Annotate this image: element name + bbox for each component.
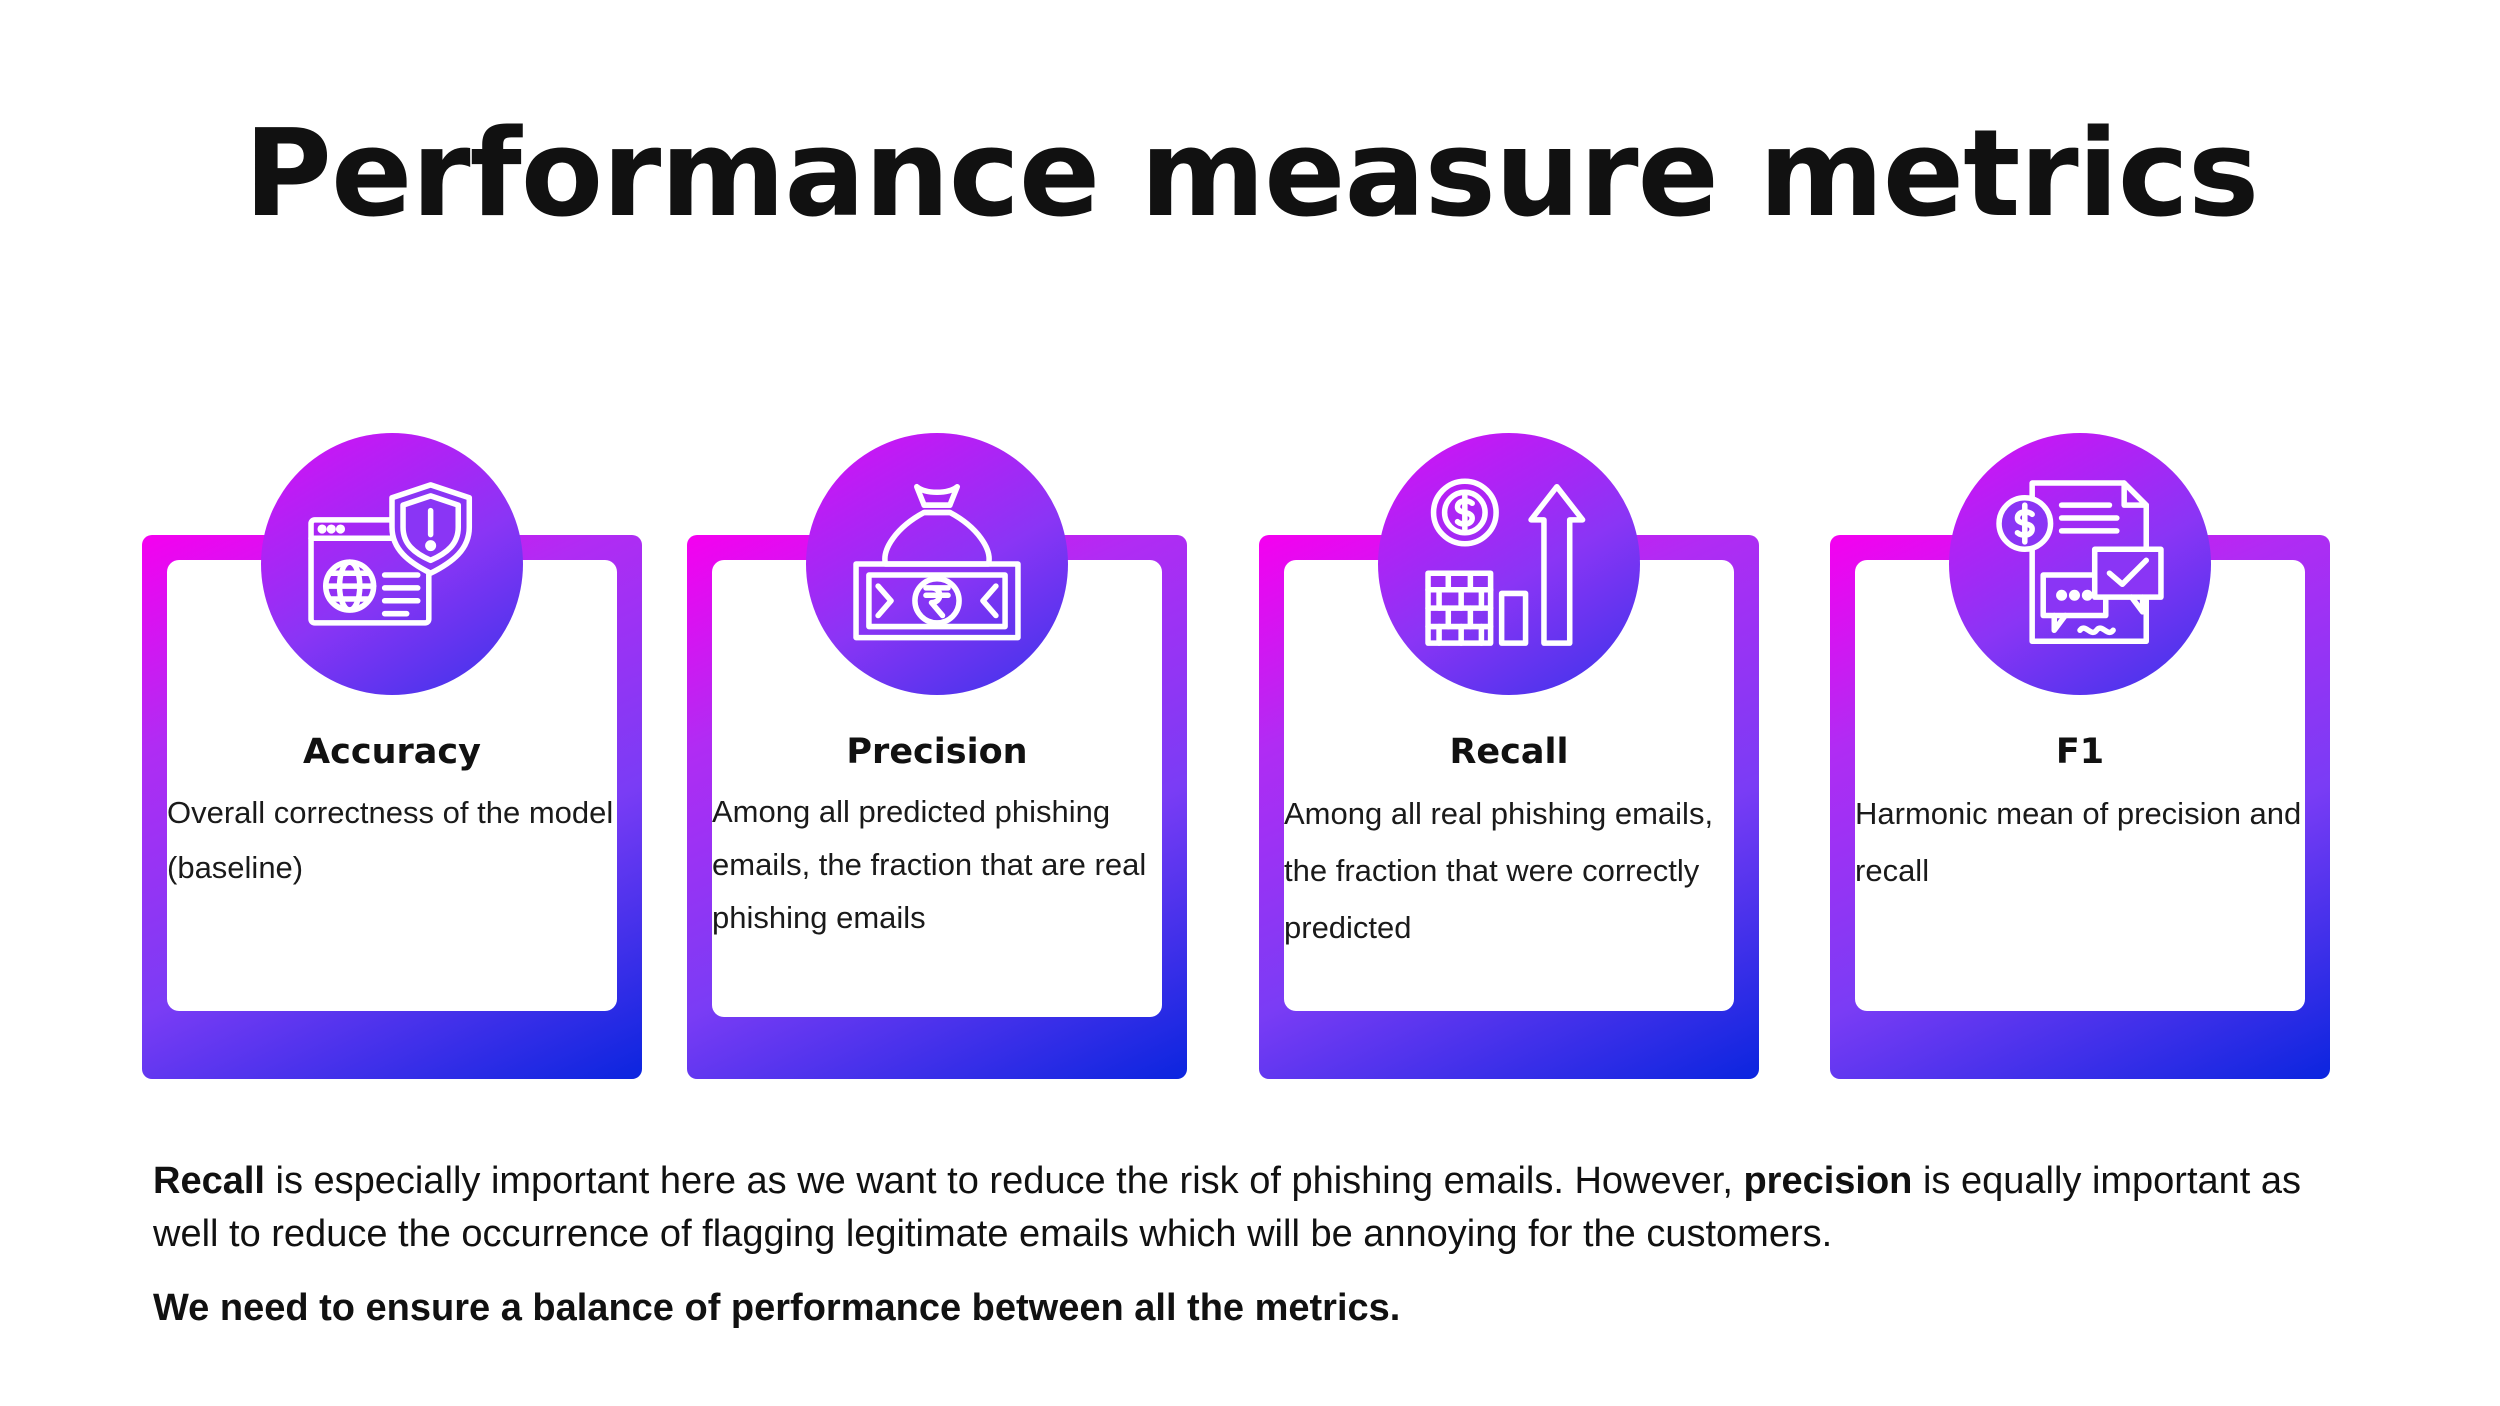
metric-card-f1: F1 Harmonic mean of precision and recall (1830, 433, 2330, 1079)
emphasis-recall: Recall (153, 1160, 265, 1202)
icon-badge (806, 433, 1068, 695)
emphasis-precision: precision (1743, 1160, 1913, 1202)
summary-text-2: is equally important as well to reduce t… (153, 1160, 2302, 1255)
invoice-payment-icon (1996, 480, 2164, 645)
card-title: Precision (846, 732, 1028, 772)
card-title: Recall (1449, 732, 1569, 772)
metric-card-accuracy: Accuracy Overall correctness of the mode… (142, 433, 642, 1079)
web-security-icon (308, 482, 473, 626)
summary-text-1: is especially important here as we want … (264, 1160, 1744, 1202)
money-bag-icon (853, 483, 1021, 641)
icon-badge (261, 433, 523, 695)
card-description: Overall correctness of the model (baseli… (167, 795, 614, 885)
card-title: Accuracy (303, 732, 481, 772)
card-title: F1 (2055, 732, 2105, 772)
page-title: Performance measure metrics (244, 105, 2259, 244)
icon-badge (1949, 433, 2211, 695)
card-description: Harmonic mean of precision and recall (1855, 796, 2302, 888)
conclusion-text: We need to ensure a balance of performan… (153, 1287, 1401, 1329)
icon-badge (1378, 433, 1640, 695)
financial-growth-icon (1425, 478, 1586, 646)
card-description: Among all predicted phishing emails, the… (712, 794, 1147, 935)
card-description: Among all real phishing emails, the frac… (1284, 796, 1714, 945)
metric-card-precision: Precision Among all predicted phishing e… (687, 433, 1187, 1079)
summary-paragraph: Recall is especially important here as w… (153, 1155, 2353, 1261)
metric-card-recall: Recall Among all real phishing emails, t… (1259, 433, 1759, 1079)
